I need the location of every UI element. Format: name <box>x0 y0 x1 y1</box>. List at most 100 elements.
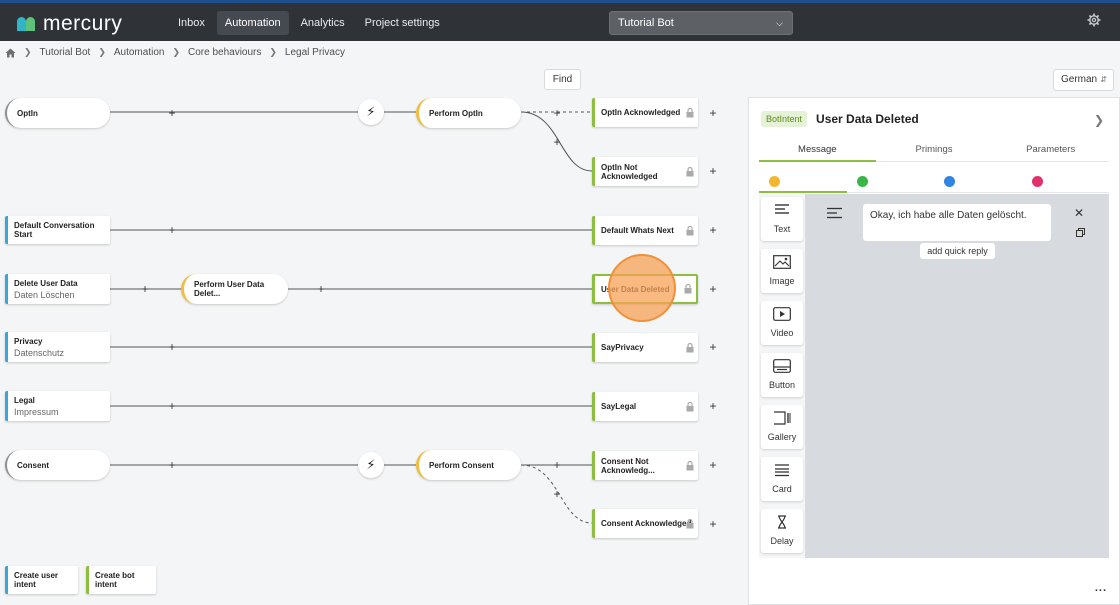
video-play-icon <box>761 307 803 325</box>
add-node-plus-icon[interactable]: + <box>553 458 561 472</box>
bot-intent-consent-not-acknowledged[interactable]: Consent Not Acknowledg... <box>592 451 698 480</box>
lightning-icon[interactable]: ⚡ <box>358 99 384 125</box>
add-node-plus-icon[interactable]: + <box>168 340 176 354</box>
add-node-plus-icon[interactable]: + <box>168 223 176 237</box>
bot-intent-optin-not-acknowledged[interactable]: OptIn Not Acknowledged <box>592 157 698 186</box>
message-text-input[interactable]: Okay, ich habe alle Daten gelöscht. <box>863 204 1051 241</box>
user-intent-privacy[interactable]: Privacy Datenschutz <box>5 332 110 362</box>
user-intent-optin[interactable]: OptIn <box>5 98 110 128</box>
tab-message[interactable]: Message <box>759 140 876 162</box>
action-perform-user-data-delete[interactable]: Perform User Data Delet... <box>181 274 288 304</box>
channel-tab-chat[interactable] <box>759 175 847 193</box>
button-label: Create bot intent <box>95 571 135 589</box>
user-intent-delete-user-data[interactable]: Delete User Data Daten Löschen <box>5 274 110 304</box>
bot-intent-say-privacy[interactable]: SayPrivacy <box>592 333 698 362</box>
node-label: Default Conversation Start <box>14 221 95 239</box>
add-node-plus-icon[interactable]: + <box>709 340 717 354</box>
breadcrumb-automation[interactable]: Automation <box>113 47 165 58</box>
add-node-plus-icon[interactable]: + <box>168 458 176 472</box>
tool-label: Video <box>770 328 794 338</box>
chevron-right-icon: ❯ <box>24 47 32 57</box>
nav-analytics[interactable]: Analytics <box>300 17 345 29</box>
add-node-plus-icon[interactable]: + <box>317 282 325 296</box>
tool-image[interactable]: Image <box>761 249 803 293</box>
node-label: Perform Consent <box>429 460 494 470</box>
tool-label: Card <box>772 484 792 494</box>
channel-tab-whatsapp[interactable] <box>846 175 934 193</box>
hourglass-icon <box>761 515 803 533</box>
close-icon[interactable]: ✕ <box>1074 206 1085 220</box>
node-label: Consent Not Acknowledg... <box>601 456 655 475</box>
nav-inbox[interactable]: Inbox <box>178 17 205 29</box>
find-button[interactable]: Find <box>544 69 581 90</box>
add-node-plus-icon[interactable]: + <box>141 282 149 296</box>
user-intent-default-conversation-start[interactable]: Default Conversation Start <box>5 216 110 244</box>
main-nav: Inbox Automation Analytics Project setti… <box>170 11 448 35</box>
tool-gallery[interactable]: Gallery <box>761 405 803 449</box>
add-node-plus-icon[interactable]: + <box>709 106 717 120</box>
action-perform-consent[interactable]: Perform Consent <box>416 450 521 480</box>
add-node-plus-icon[interactable]: + <box>709 164 717 178</box>
breadcrumb-core-behaviours[interactable]: Core behaviours <box>188 47 262 58</box>
gear-icon[interactable] <box>1087 13 1101 27</box>
nav-project-settings[interactable]: Project settings <box>364 17 440 29</box>
tool-card[interactable]: Card <box>761 457 803 501</box>
message-editor-area: Okay, ich habe alle Daten gelöscht. ✕ ad… <box>805 194 1109 558</box>
action-perform-optin[interactable]: Perform OptIn <box>416 98 521 128</box>
text-message-icon <box>827 206 842 219</box>
bot-selector-value: Tutorial Bot <box>618 17 674 29</box>
tool-text[interactable]: Text <box>761 197 803 241</box>
add-quick-reply-button[interactable]: add quick reply <box>920 243 995 259</box>
add-node-plus-icon[interactable]: + <box>709 282 717 296</box>
tool-button[interactable]: Button <box>761 353 803 397</box>
tool-delay[interactable]: Delay <box>761 509 803 553</box>
add-node-plus-icon[interactable]: + <box>553 135 561 149</box>
node-label: Consent <box>17 460 49 470</box>
tab-parameters[interactable]: Parameters <box>992 140 1110 162</box>
add-node-plus-icon[interactable]: + <box>168 106 176 120</box>
intent-type-badge: BotIntent <box>761 111 808 127</box>
mercury-logo[interactable]: mercury <box>17 12 122 36</box>
add-node-plus-icon[interactable]: + <box>709 399 717 413</box>
bot-intent-optin-acknowledged[interactable]: OptIn Acknowledged <box>592 98 698 127</box>
chevron-right-icon[interactable]: ❯ <box>1093 113 1104 127</box>
add-node-plus-icon[interactable]: + <box>709 458 717 472</box>
lightning-icon[interactable]: ⚡ <box>358 452 384 478</box>
node-label: Perform User Data Delet... <box>194 280 265 298</box>
copy-icon[interactable] <box>1076 224 1085 237</box>
lock-icon <box>686 518 694 529</box>
breadcrumb-tutorial-bot[interactable]: Tutorial Bot <box>39 47 91 58</box>
image-icon <box>761 255 803 273</box>
channel-tab-instagram[interactable] <box>1021 175 1109 193</box>
user-intent-legal[interactable]: Legal Impressum <box>5 391 110 421</box>
add-node-plus-icon[interactable]: + <box>709 517 717 531</box>
text-lines-icon <box>761 203 803 221</box>
top-navigation-bar: mercury Inbox Automation Analytics Proje… <box>0 0 1120 41</box>
chevron-right-icon: ❯ <box>269 47 277 57</box>
add-node-plus-icon[interactable]: + <box>168 399 176 413</box>
intent-detail-panel: BotIntent User Data Deleted ❯ Message Pr… <box>748 97 1120 605</box>
bot-selector[interactable]: Tutorial Bot ⌵ <box>609 11 793 35</box>
add-node-plus-icon[interactable]: + <box>709 223 717 237</box>
button-icon <box>761 359 803 377</box>
flow-canvas[interactable]: OptIn + ⚡ Perform OptIn + + OptIn Acknow… <box>0 95 745 600</box>
create-user-intent-button[interactable]: Create user intent <box>5 566 78 594</box>
bot-intent-say-legal[interactable]: SayLegal <box>592 392 698 421</box>
user-intent-consent[interactable]: Consent <box>5 450 110 480</box>
more-options-icon[interactable]: ... <box>1094 582 1107 594</box>
language-select[interactable]: German ⇵ <box>1053 69 1114 91</box>
node-label: SayLegal <box>601 402 637 411</box>
bot-intent-user-data-deleted[interactable]: User Data Deleted <box>592 274 698 304</box>
tab-primings[interactable]: Primings <box>875 140 993 162</box>
add-node-plus-icon[interactable]: + <box>553 487 561 501</box>
bot-intent-default-whats-next[interactable]: Default Whats Next <box>592 216 698 245</box>
add-node-plus-icon[interactable]: + <box>553 106 561 120</box>
channel-tabs <box>759 175 1109 193</box>
create-bot-intent-button[interactable]: Create bot intent <box>86 566 156 594</box>
tool-video[interactable]: Video <box>761 301 803 345</box>
home-icon[interactable] <box>5 48 16 58</box>
bot-intent-consent-acknowledged[interactable]: Consent Acknowledged <box>592 509 698 538</box>
channel-tab-messenger[interactable] <box>934 175 1022 193</box>
node-label: OptIn Not Acknowledged <box>601 162 658 181</box>
nav-automation[interactable]: Automation <box>216 11 289 35</box>
